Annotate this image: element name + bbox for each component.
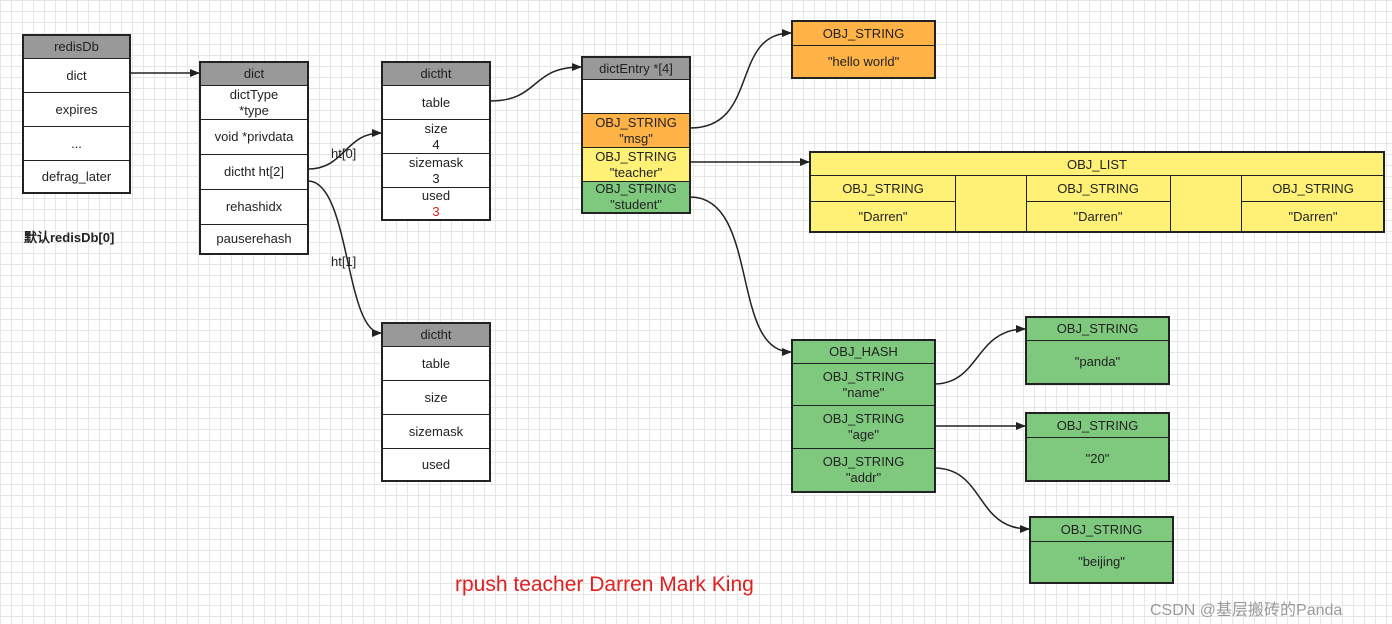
dictht-ht0-header: dictht: [383, 63, 489, 85]
dictentry-slot-empty: [583, 79, 689, 113]
arrow-msg-to-hello: [689, 29, 792, 129]
obj-hash-field-name: OBJ_STRING "name": [793, 363, 934, 405]
obj-hash-header: OBJ_HASH: [829, 344, 898, 359]
dictht-ht0-size-name: size: [424, 120, 448, 136]
arrow-student-to-hash: [689, 196, 792, 356]
obj-list-item-3-divider: [1241, 201, 1385, 202]
dict-field-type-line1: dictType: [229, 86, 279, 102]
obj-string-20: OBJ_STRING "20": [1025, 412, 1170, 482]
dictentry-student-key: "student": [610, 197, 662, 212]
dictht-ht0-sizemask-name: sizemask: [408, 154, 464, 170]
redisdb-header: redisDb: [24, 36, 129, 58]
dictentry-slot-msg: OBJ_STRING "msg": [583, 113, 689, 147]
obj-list-item-3-type: OBJ_STRING: [1272, 181, 1354, 196]
dict-field-type-line2: *type: [239, 102, 269, 118]
redisdb-field-dict: dict: [24, 58, 129, 92]
obj-string-panda-value: "panda": [1027, 340, 1168, 383]
dict-field-rehashidx: rehashidx: [201, 189, 307, 224]
obj-string-beijing: OBJ_STRING "beijing": [1029, 516, 1174, 584]
dictentry-msg-type: OBJ_STRING: [595, 114, 677, 130]
dictht-ht0: dictht table size 4 sizemask 3 used 3: [381, 61, 491, 221]
obj-hash-field-addr-key: "addr": [845, 470, 882, 485]
arrow-ht1-to-dictht: [307, 180, 382, 337]
dictht-ht0-sizemask: sizemask 3: [383, 153, 489, 187]
redisdb-field-expires: expires: [24, 92, 129, 126]
dictht-ht0-size: size 4: [383, 119, 489, 153]
obj-string-hello: OBJ_STRING "hello world": [791, 20, 936, 79]
dictht-ht1-size: size: [383, 380, 489, 414]
obj-string-20-header: OBJ_STRING: [1056, 417, 1139, 433]
dictht-ht0-used-name: used: [421, 187, 451, 203]
obj-hash-field-name-key: "name": [842, 384, 885, 400]
obj-list-header-divider: [811, 175, 1383, 176]
dictht-ht1-used: used: [383, 448, 489, 480]
obj-hash: OBJ_HASH OBJ_STRING "name" OBJ_STRING "a…: [791, 339, 936, 493]
dictht-ht0-size-value: 4: [432, 136, 440, 152]
obj-list-item-2-value: "Darren": [1073, 209, 1123, 224]
dict-field-ht: dictht ht[2]: [201, 154, 307, 189]
obj-list-divider-1: [955, 175, 956, 231]
dictentry-teacher-key: "teacher": [609, 164, 663, 180]
obj-hash-field-age-type: OBJ_STRING: [822, 411, 905, 426]
obj-list-item-2-type: OBJ_STRING: [1057, 181, 1139, 196]
dictht-ht0-sizemask-value: 3: [432, 170, 440, 186]
dict-field-type: dictType *type: [201, 85, 307, 119]
obj-string-hello-header: OBJ_STRING: [822, 25, 905, 41]
arrow-table-to-dictentry: [489, 63, 582, 102]
redisdb-struct: redisDb dict expires ... defrag_later: [22, 34, 131, 194]
redisdb-field-ellipsis: ...: [24, 126, 129, 160]
dict-header: dict: [201, 63, 307, 85]
arrow-addr-to-beijing: [933, 467, 1030, 533]
obj-hash-field-addr-type: OBJ_STRING: [822, 454, 905, 469]
redisdb-field-defrag-later: defrag_later: [24, 160, 129, 192]
dictentry-header: dictEntry *[4]: [583, 58, 689, 79]
dictht-ht0-used-value: 3: [432, 203, 440, 219]
dictht-ht1-table: table: [383, 346, 489, 380]
obj-list-header: OBJ_LIST: [1067, 156, 1127, 172]
obj-list-item-1-divider: [811, 201, 955, 202]
dict-field-privdata: void *privdata: [201, 119, 307, 154]
dictentry-student-type: OBJ_STRING: [595, 181, 677, 196]
dict-struct: dict dictType *type void *privdata dicth…: [199, 61, 309, 255]
obj-hash-field-age-key: "age": [848, 427, 879, 442]
dictht-ht1-header: dictht: [383, 324, 489, 346]
dict-field-pauserehash: pauserehash: [201, 224, 307, 253]
obj-list-item-1-value: "Darren": [858, 209, 908, 224]
obj-list: OBJ_LIST OBJ_STRING "Darren" OBJ_STRING …: [809, 151, 1385, 233]
edge-label-ht0: ht[0]: [331, 146, 357, 161]
obj-string-panda: OBJ_STRING "panda": [1025, 316, 1170, 385]
obj-hash-field-age: OBJ_STRING "age": [793, 405, 934, 448]
dictht-ht0-table: table: [383, 85, 489, 119]
dictentry-msg-key: "msg": [619, 130, 653, 146]
obj-list-item-2-divider: [1026, 201, 1170, 202]
arrow-name-to-panda: [933, 325, 1026, 385]
arrow-ht0-to-dictht: [307, 129, 382, 170]
obj-string-beijing-header: OBJ_STRING: [1060, 521, 1143, 537]
dictht-ht0-used: used 3: [383, 187, 489, 219]
obj-string-hello-value: "hello world": [793, 45, 934, 77]
redisdb-caption: 默认redisDb[0]: [24, 230, 115, 245]
obj-string-panda-header: OBJ_STRING: [1056, 321, 1139, 336]
dictentry-slot-teacher: OBJ_STRING "teacher": [583, 147, 689, 181]
obj-list-item-3-value: "Darren": [1288, 209, 1338, 224]
dictht-ht1-sizemask: sizemask: [383, 414, 489, 448]
edge-label-ht1: ht[1]: [331, 254, 357, 269]
obj-list-item-1-type: OBJ_STRING: [842, 181, 924, 196]
command-annotation: rpush teacher Darren Mark King: [455, 573, 754, 596]
obj-string-20-value: "20": [1027, 437, 1168, 480]
obj-list-divider-3: [1170, 175, 1171, 231]
dictht-ht1: dictht table size sizemask used: [381, 322, 491, 482]
dictentry-array: dictEntry *[4] OBJ_STRING "msg" OBJ_STRI…: [581, 56, 691, 214]
obj-hash-field-addr: OBJ_STRING "addr": [793, 448, 934, 491]
obj-hash-field-name-type: OBJ_STRING: [822, 368, 905, 384]
obj-list-divider-2: [1026, 175, 1027, 231]
dictentry-slot-student: OBJ_STRING "student": [583, 181, 689, 212]
obj-string-beijing-value: "beijing": [1031, 541, 1172, 582]
dictentry-teacher-type: OBJ_STRING: [595, 148, 677, 164]
obj-list-divider-4: [1241, 175, 1242, 231]
csdn-watermark: CSDN @基层搬砖的Panda: [1150, 602, 1343, 619]
